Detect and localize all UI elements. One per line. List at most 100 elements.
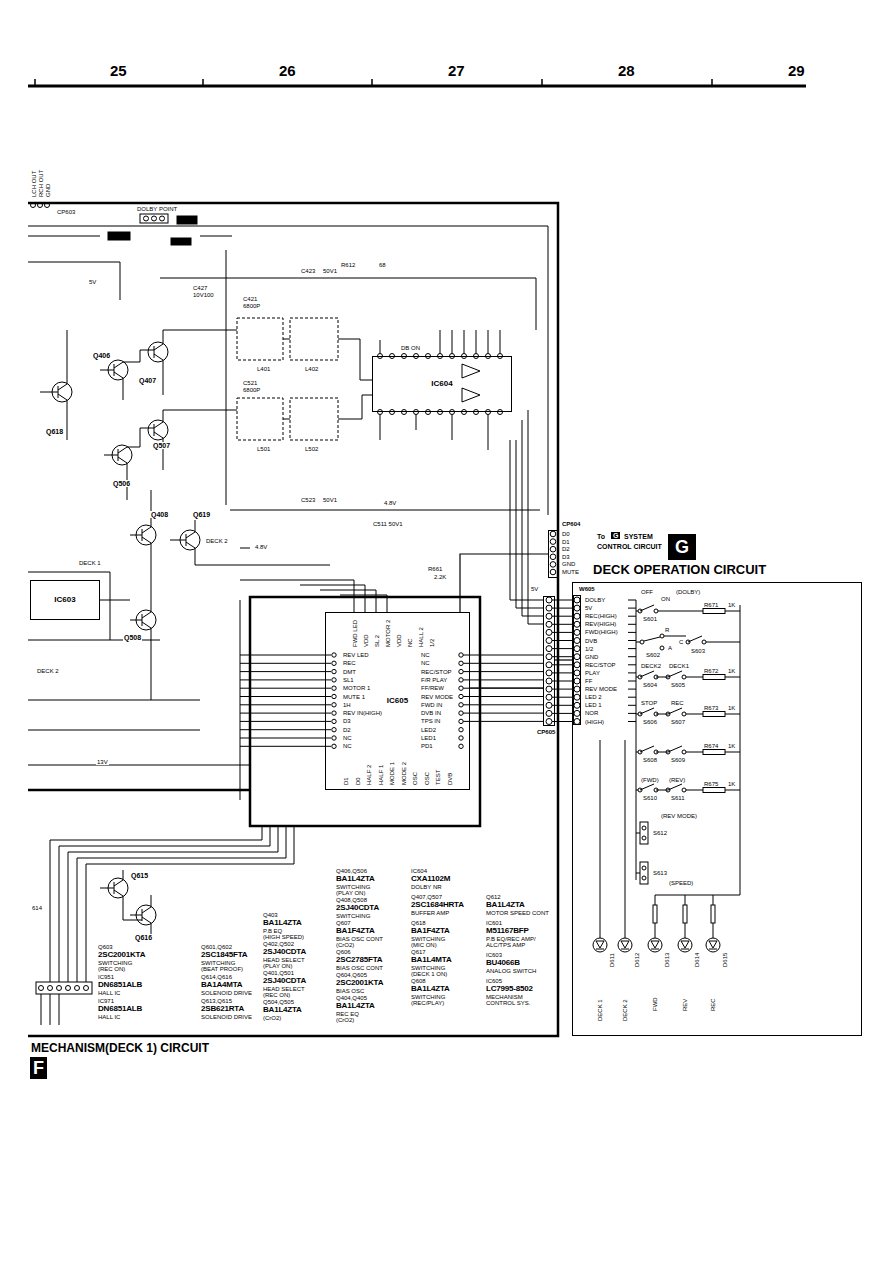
component-label: OFF bbox=[640, 589, 654, 595]
component-label: Q619 bbox=[192, 511, 211, 518]
schematic-circle bbox=[546, 605, 552, 611]
schematic-circle bbox=[642, 876, 646, 880]
component-label: REC/STOP bbox=[420, 669, 453, 675]
schematic-circle bbox=[550, 554, 556, 560]
part-number: M51167BFP bbox=[485, 927, 530, 935]
schematic-circle bbox=[660, 634, 664, 638]
schematic-rect bbox=[171, 238, 191, 245]
component-label: DOLBY POINT bbox=[136, 206, 178, 212]
schematic-circle bbox=[378, 410, 383, 415]
component-label: (BEAT PROOF) bbox=[200, 966, 244, 972]
pin-label: D0 bbox=[355, 776, 361, 786]
component-label: SOLENOID DRIVE bbox=[200, 1014, 253, 1020]
pin-label: OSC bbox=[412, 771, 418, 786]
schematic-circle bbox=[574, 662, 580, 668]
schematic-circle bbox=[574, 702, 580, 708]
schematic-rect bbox=[36, 982, 92, 994]
component-label: Q618 bbox=[45, 428, 64, 435]
pin-label: GND bbox=[45, 183, 51, 198]
pin-label: D612 bbox=[634, 952, 640, 968]
schematic-path bbox=[283, 339, 290, 419]
schematic-circle bbox=[574, 654, 580, 660]
component-label: C bbox=[678, 639, 684, 645]
component-label: HALL IC bbox=[97, 1014, 121, 1020]
schematic-circle bbox=[136, 525, 156, 545]
part-number: BA1A4MTA bbox=[200, 981, 243, 989]
component-label: DECK2 bbox=[640, 663, 662, 669]
schematic-path bbox=[510, 410, 543, 624]
part-number: BU4066B bbox=[485, 959, 521, 967]
schematic-circle bbox=[459, 703, 463, 707]
schematic-circle bbox=[682, 675, 686, 679]
section-heading: MECHANISM(DECK 1) CIRCUIT bbox=[30, 1042, 210, 1054]
component-label: Q614,Q616 bbox=[200, 974, 233, 980]
component-label: Q613,Q615 bbox=[200, 998, 233, 1004]
schematic-circle bbox=[574, 621, 580, 627]
component-label: F/R PLAY bbox=[420, 677, 448, 683]
schematic-circle bbox=[414, 410, 419, 415]
schematic-circle bbox=[332, 694, 336, 698]
schematic-circle bbox=[574, 670, 580, 676]
part-number: 2SB621RTA bbox=[200, 1005, 245, 1013]
schematic-circle bbox=[574, 686, 580, 692]
component-label: Q616 bbox=[134, 934, 153, 941]
component-label: REC(HIGH) bbox=[584, 613, 618, 619]
schematic-path bbox=[596, 941, 604, 949]
part-number: DN6851ALB bbox=[97, 1005, 143, 1013]
schematic-circle bbox=[706, 938, 720, 952]
component-label: 1K bbox=[727, 602, 736, 608]
component-label: Q407,Q507 bbox=[410, 894, 443, 900]
component-label: CP603 bbox=[56, 209, 76, 215]
schematic-circle bbox=[666, 675, 670, 679]
part-number: BA1L4ZTA bbox=[335, 875, 376, 883]
component-label: ON bbox=[660, 596, 671, 602]
schematic-circle bbox=[546, 613, 552, 619]
schematic-circle bbox=[546, 702, 552, 708]
component-label: 6800P bbox=[242, 387, 261, 393]
pin-label: DVB bbox=[447, 772, 453, 786]
transistors bbox=[52, 342, 200, 925]
component-label: S607 bbox=[670, 719, 686, 725]
schematic-circle bbox=[136, 905, 156, 925]
component-label: Q507 bbox=[152, 442, 171, 449]
component-label: (CrO2) bbox=[335, 942, 355, 948]
pin-label: FWD LED bbox=[352, 619, 358, 648]
component-label: S604 bbox=[642, 682, 658, 688]
component-label: S605 bbox=[670, 682, 686, 688]
component-label: FWD(HIGH) bbox=[584, 629, 619, 635]
schematic-path bbox=[240, 548, 250, 549]
pin-label: HALF 2 bbox=[366, 764, 372, 786]
component-label: SWITCHING bbox=[335, 913, 371, 919]
schematic-circle bbox=[550, 546, 556, 552]
part-number: BA1F4ZTA bbox=[410, 927, 451, 935]
component-label: REC/STOP bbox=[584, 662, 617, 668]
schematic-path bbox=[28, 572, 160, 640]
schematic-circle bbox=[38, 203, 43, 208]
component-label: IC605 bbox=[485, 978, 503, 984]
schematic-circle bbox=[148, 420, 168, 440]
schematic-circle bbox=[459, 686, 463, 690]
pin-label: DECK 1 bbox=[597, 998, 603, 1022]
component-label: (REV MODE) bbox=[660, 813, 698, 819]
schematic-circle bbox=[574, 613, 580, 619]
part-number: LC7995-8502 bbox=[485, 985, 534, 993]
schematic-circle bbox=[459, 661, 463, 665]
component-label: LED 2 bbox=[584, 694, 603, 700]
schematic-circle bbox=[574, 646, 580, 652]
schematic-circle bbox=[546, 662, 552, 668]
schematic-path bbox=[160, 278, 536, 330]
component-label: DOLBY bbox=[584, 597, 606, 603]
schematic-path bbox=[41, 994, 59, 1025]
component-label: DECK 2 bbox=[205, 538, 229, 544]
schematic-circle bbox=[459, 694, 463, 698]
schematic-circle bbox=[31, 203, 36, 208]
schematic-circle bbox=[678, 938, 692, 952]
component-label: R674 bbox=[703, 743, 719, 749]
schematic-circle bbox=[648, 938, 662, 952]
schematic-path bbox=[28, 226, 548, 515]
circuit-frame: DECK OPERATION CIRCUITW605 bbox=[572, 582, 862, 1036]
component-label: LED2 bbox=[420, 727, 437, 733]
component-label: L401 bbox=[256, 366, 271, 372]
component-label: C427 bbox=[192, 285, 208, 291]
